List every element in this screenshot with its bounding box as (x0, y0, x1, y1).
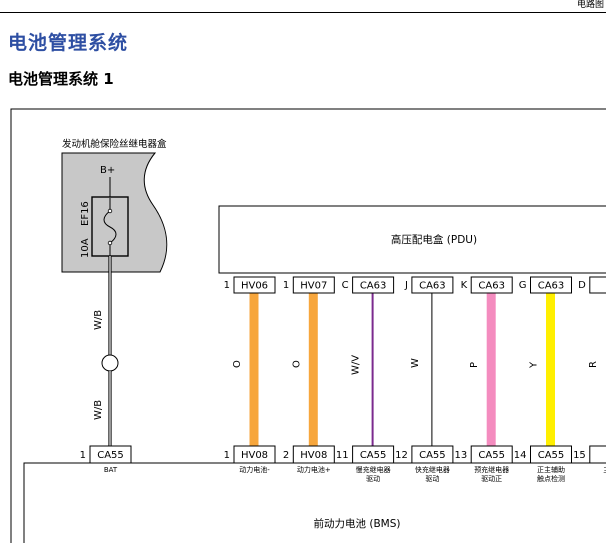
bms-pin-connector-2 (352, 445, 395, 464)
bms-pin-desc-line1-4: 预充继电器 (474, 465, 509, 474)
header-rule (0, 12, 606, 13)
bms-pin-conn-label-0: HV08 (241, 450, 268, 461)
pdu-label: 高压配电盒 (PDU) (391, 233, 477, 246)
bms-pin-desc-line1-1: 动力电池+ (297, 465, 331, 474)
pdu-pin-number-0: 1 (224, 280, 230, 291)
fuse-id-label: EF16 (80, 201, 91, 226)
bms-pin-number-4: 13 (454, 450, 467, 461)
section-title: 电池管理系统 1 (8, 70, 114, 88)
bms-pin-desc-line1-5: 正主辅助 (537, 465, 565, 474)
bms-pin-number-6: 15 (573, 450, 586, 461)
b-plus-label: B+ (100, 165, 115, 176)
bms-pin-conn-label-5: CA55 (538, 450, 565, 461)
bms-pin-desc-line2-2: 驱动 (366, 474, 380, 483)
wire-color-label-6: R (588, 361, 599, 368)
pdu-pin-number-6: D (578, 280, 586, 291)
bms-pin-conn-label-2: CA55 (360, 450, 387, 461)
bat-wire-color-lower: W/B (93, 400, 104, 420)
bms-pin-desc-line1-3: 快充继电器 (415, 465, 450, 474)
wire-color-label-4: P (469, 362, 480, 368)
wire-color-label-0: O (232, 360, 243, 368)
bms-label: 前动力电池 (BMS) (314, 517, 401, 530)
pdu-pin-number-2: C (342, 280, 349, 291)
bat-pin-number: 1 (80, 450, 86, 461)
bms-pin-conn-label-1: HV08 (300, 450, 327, 461)
bms-pin-conn-label-3: CA55 (419, 450, 446, 461)
bms-pin-connector-0 (233, 445, 276, 464)
bat-pin-desc: BAT (104, 466, 118, 474)
bms-pin-number-1: 2 (283, 450, 289, 461)
bms-pin-desc-line1-0: 动力电池- (239, 465, 270, 474)
bms-pin-connector-3 (411, 445, 454, 464)
pdu-pin-number-4: K (461, 280, 468, 291)
wire-color-label-2: W/V (351, 355, 362, 375)
pdu-pin-conn-label-4: CA63 (478, 281, 505, 292)
fuse-box-label: 发动机舱保险丝继电器盒 (62, 138, 167, 150)
wire-color-label-3: W (410, 358, 421, 368)
pdu-pin-number-1: 1 (283, 280, 289, 291)
pdu-pin-conn-label-1: HV07 (300, 281, 327, 292)
bms-pin-connector-5 (530, 445, 572, 464)
pdu-box (218, 205, 606, 274)
page-title: 电池管理系统 (8, 32, 129, 54)
bms-pin-desc-line1-2: 慢充继电器 (356, 465, 391, 474)
bms-pin-desc-line2-3: 驱动 (425, 474, 439, 483)
bms-pin-desc-line2-5: 触点检测 (537, 474, 565, 483)
bms-pin-connector-6 (589, 445, 606, 464)
bms-pin-connector-1 (292, 445, 335, 464)
bms-pin-connector-4 (470, 445, 513, 464)
bms-pin-number-5: 14 (514, 450, 527, 461)
diagram-frame (10, 108, 606, 543)
bms-pin-number-0: 1 (224, 450, 230, 461)
wire-color-label-1: O (291, 360, 302, 368)
fuse-rating-label: 10A (80, 238, 91, 258)
fuse-terminal-icon (107, 240, 113, 246)
fuse-icon (103, 198, 117, 256)
bms-box (23, 462, 606, 543)
pdu-pin-connector-3 (411, 276, 454, 294)
pdu-pin-connector-2 (352, 276, 395, 294)
fuse-terminal-icon (107, 208, 113, 214)
running-header: 电路图 (576, 0, 604, 10)
pdu-pin-connector-5 (530, 276, 572, 294)
pdu-pin-number-5: G (519, 280, 527, 291)
pdu-pin-conn-label-3: CA63 (419, 281, 446, 292)
pdu-pin-number-3: J (404, 280, 408, 291)
pdu-pin-conn-label-0: HV06 (241, 281, 268, 292)
bat-wire-color-upper: W/B (93, 310, 104, 330)
pdu-pin-connector-1 (292, 276, 335, 294)
splice-point-icon (101, 354, 119, 372)
pdu-pin-conn-label-2: CA63 (360, 281, 387, 292)
pdu-pin-connector-6 (589, 276, 606, 294)
pdu-pin-connector-0 (233, 276, 276, 294)
pdu-pin-connector-4 (470, 276, 513, 294)
bms-pin-conn-label-4: CA55 (478, 450, 505, 461)
pdu-pin-conn-label-5: CA63 (538, 281, 565, 292)
wire-color-label-5: Y (529, 361, 540, 369)
bms-pin-desc-line1-6: 主正 (603, 465, 606, 474)
bms-pin-desc-line2-4: 驱动正 (481, 474, 502, 483)
bms-pin-number-3: 12 (395, 450, 408, 461)
bms-pin-number-2: 11 (336, 450, 349, 461)
bat-pin-conn-label: CA55 (97, 450, 124, 461)
